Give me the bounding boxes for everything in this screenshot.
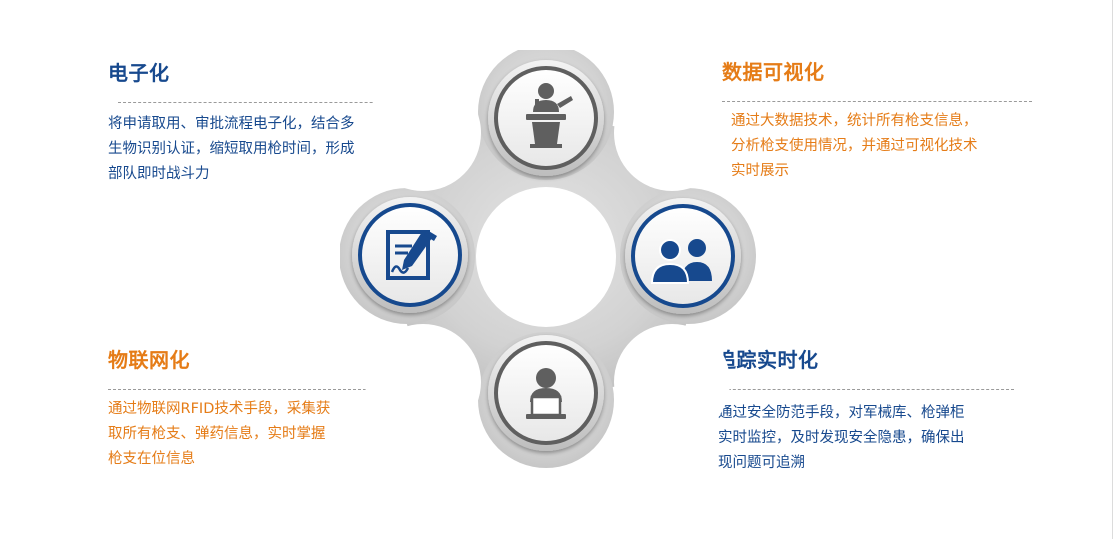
divider-visualization [722, 101, 1032, 102]
divider-tracking [708, 389, 1014, 390]
user-group-icon [650, 239, 712, 284]
document-signature-icon [386, 230, 437, 280]
section-title-visualization: 数据可视化 [722, 60, 825, 84]
divider-iot [108, 389, 386, 390]
section-electronic: 电子化 将申请取用、审批流程电子化，结合多 生物识别认证，缩短取用枪时间，形成 … [108, 60, 438, 200]
node-right [625, 198, 741, 314]
section-desc-visualization: 通过大数据技术，统计所有枪支信息， 分析枪支使用情况，并通过可视化技术 实时展示 [731, 113, 978, 179]
section-desc-electronic: 将申请取用、审批流程电子化，结合多 生物识别认证，缩短取用枪时间，形成 部队即时… [108, 116, 355, 182]
section-desc-iot: 通过物联网RFID技术手段，采集获 取所有枪支、弹药信息，实时掌握 枪支在位信息 [108, 401, 331, 467]
section-tracking: 追踪实时化 通过安全防范手段，对军械库、枪弹柜 实时监控，及时发现安全隐患，确保… [708, 347, 1036, 487]
laptop-user-icon [526, 368, 566, 419]
divider-electronic [118, 102, 428, 103]
section-title-electronic: 电子化 [108, 61, 170, 85]
section-title-tracking: 追踪实时化 [716, 348, 819, 372]
section-title-iot: 物联网化 [108, 348, 190, 372]
section-iot: 物联网化 通过物联网RFID技术手段，采集获 取所有枪支、弹药信息，实时掌握 枪… [108, 347, 438, 487]
section-desc-tracking: 通过安全防范手段，对军械库、枪弹柜 实时监控，及时发现安全隐患，确保出 现问题可… [718, 405, 965, 471]
section-visualization: 数据可视化 通过大数据技术，统计所有枪支信息， 分析枪支使用情况，并通过可视化技… [722, 59, 1042, 199]
central-flower-diagram [340, 50, 756, 468]
speaker-podium-icon [526, 83, 573, 148]
right-border-line [1112, 0, 1113, 539]
